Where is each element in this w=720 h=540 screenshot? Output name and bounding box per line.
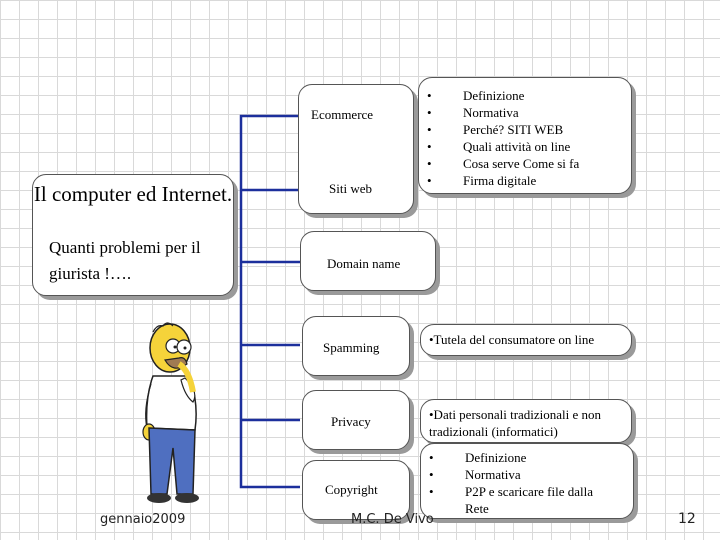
domain-name-node: Domain name	[300, 231, 436, 291]
ecommerce-details-list: •Definizione •Normativa •Perché? SITI WE…	[427, 88, 580, 188]
subtitle: Quanti problemi per il giurista !….	[49, 238, 201, 283]
privacy-node: Privacy	[302, 390, 410, 450]
main-title: Il computer ed Internet.	[33, 182, 233, 206]
privacy-note: •Dati personali tradizionali e non tradi…	[429, 407, 602, 439]
domain-name-label: Domain name	[327, 256, 401, 271]
footer-date: gennaio2009	[100, 512, 186, 527]
copyright-label: Copyright	[325, 482, 378, 497]
spamming-note: •Tutela del consumatore on line	[429, 332, 595, 347]
ecommerce-details-box: •Definizione •Normativa •Perché? SITI WE…	[418, 77, 632, 194]
page-number: 12	[678, 511, 696, 527]
homer-thinking-illustration	[142, 322, 199, 503]
privacy-label: Privacy	[331, 414, 371, 429]
ecommerce-node: Ecommerce Siti web	[298, 84, 414, 214]
privacy-note-box: •Dati personali tradizionali e non tradi…	[420, 399, 632, 443]
ecommerce-label: Ecommerce	[311, 107, 374, 122]
spamming-node: Spamming	[302, 316, 410, 376]
main-title-box: Il computer ed Internet. Quanti problemi…	[32, 174, 234, 296]
siti-web-label: Siti web	[329, 181, 372, 196]
copyright-details-box: •Definizione •Normativa •P2P e scaricare…	[420, 443, 634, 519]
spamming-label: Spamming	[323, 340, 380, 355]
copyright-details-list: •Definizione •Normativa •P2P e scaricare…	[429, 450, 594, 516]
footer-author: M.C. De Vivo	[351, 512, 434, 527]
spamming-note-box: •Tutela del consumatore on line	[420, 324, 632, 356]
copyright-node: Copyright	[302, 460, 410, 520]
